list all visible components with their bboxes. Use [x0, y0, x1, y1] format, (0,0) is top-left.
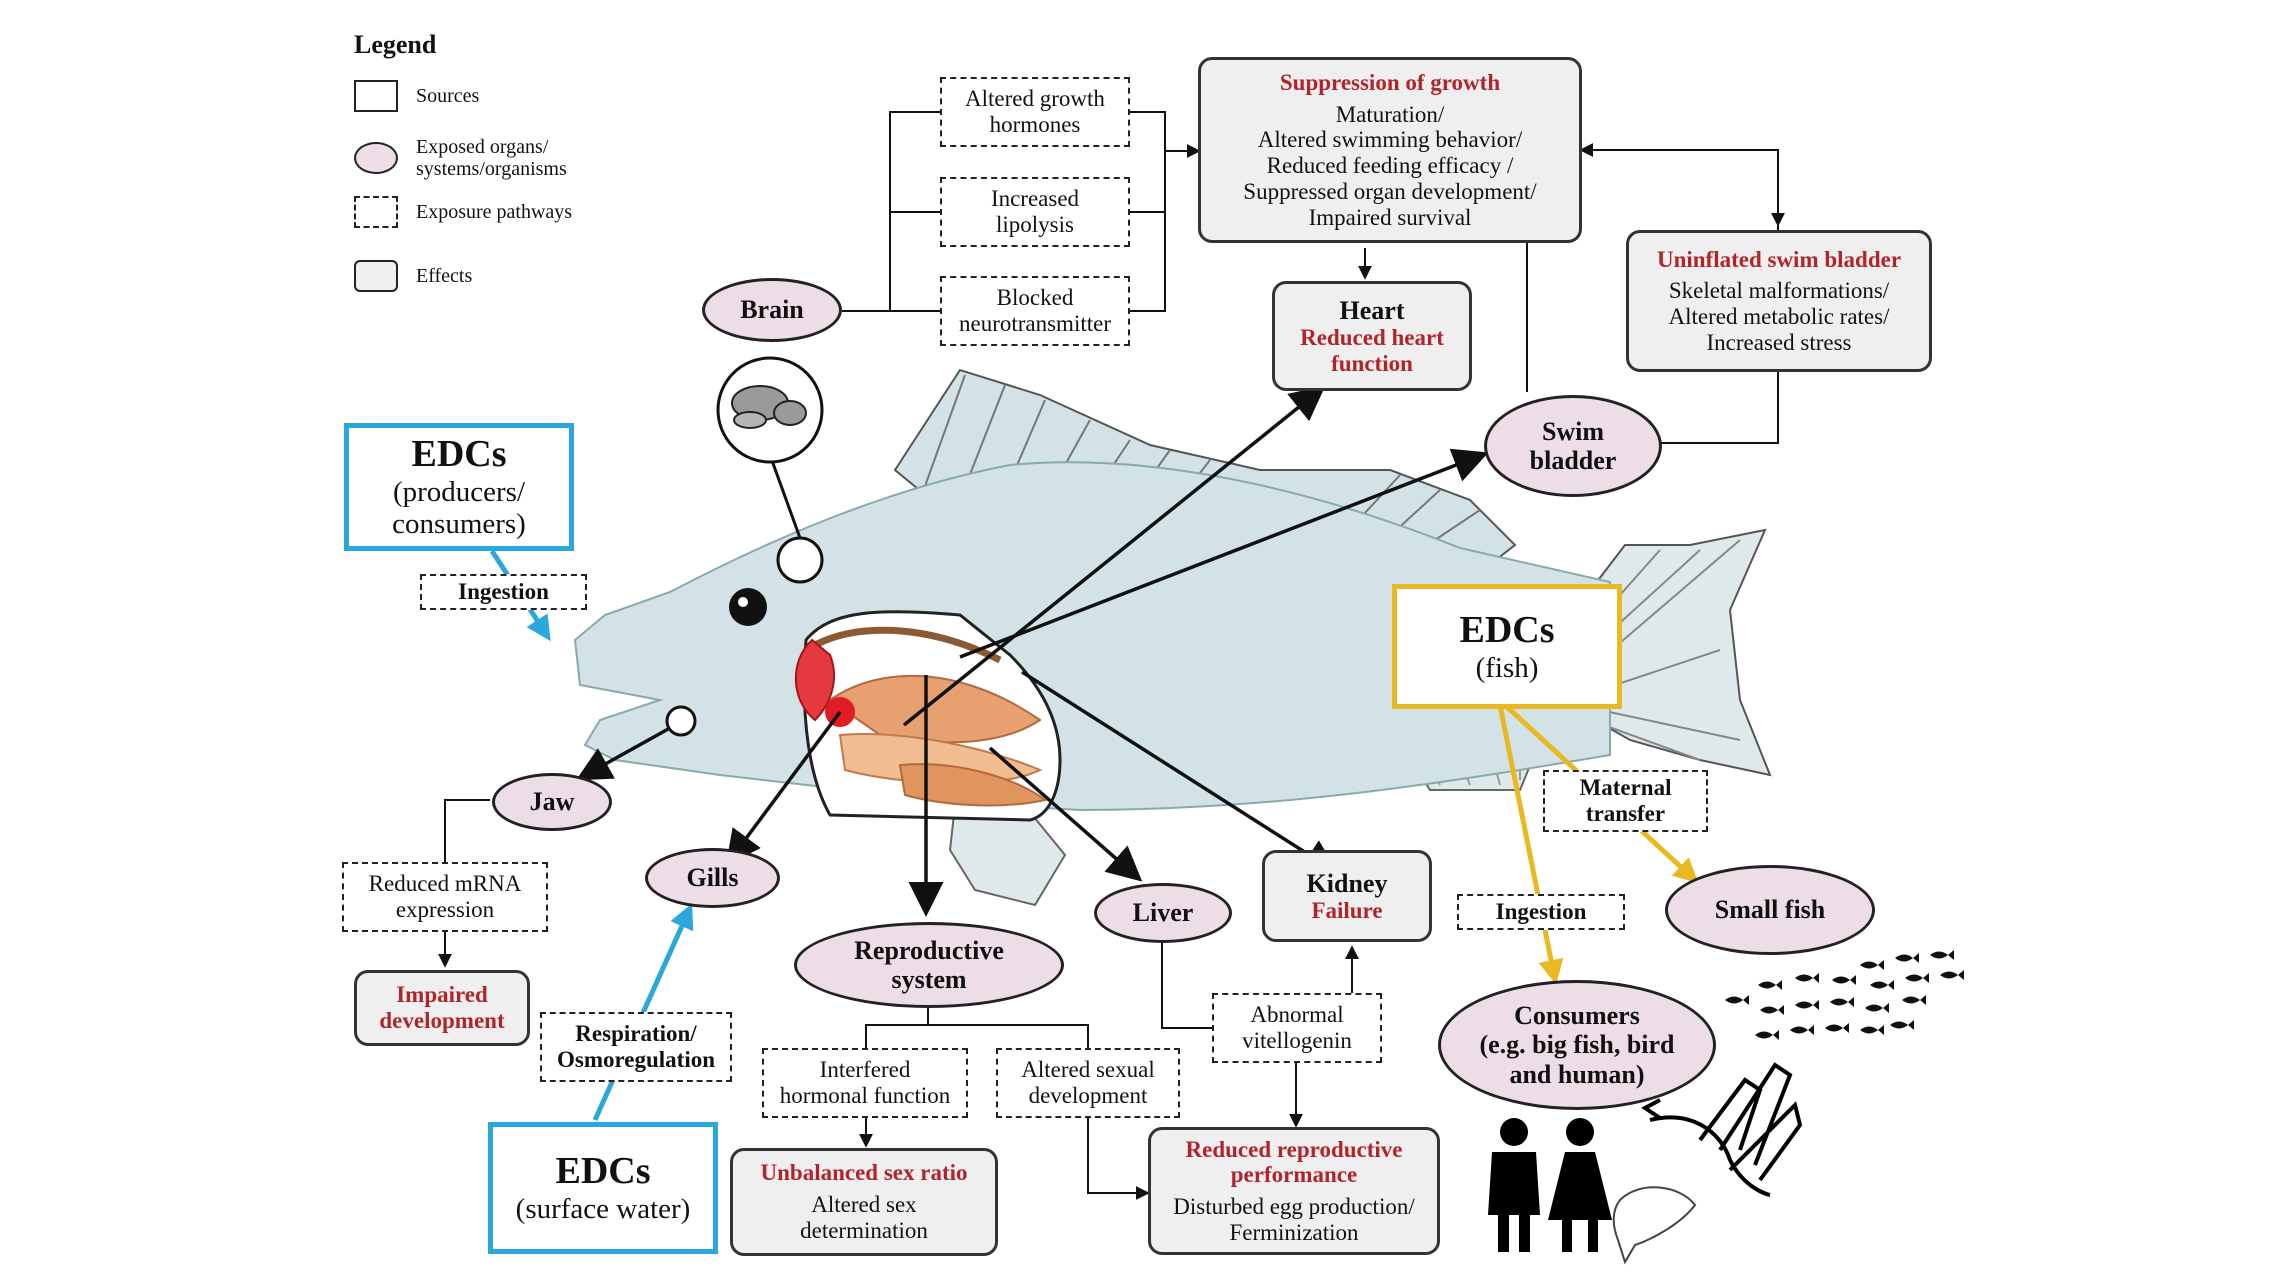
bass-fish-icon: [1612, 1186, 1697, 1265]
organ-small-fish: Small fish: [1665, 865, 1875, 955]
legend-sources: Sources: [354, 80, 479, 112]
pathway-ingestion-fish: Ingestion: [1457, 894, 1625, 930]
pathway-respiration-osmoregulation: Respiration/Osmoregulation: [540, 1012, 732, 1082]
human-female-icon: [1548, 1118, 1612, 1252]
effect-uninflated-swim-bladder: Uninflated swim bladder Skeletal malform…: [1626, 230, 1932, 372]
organ-brain: Brain: [702, 278, 842, 342]
source-fish: EDCs (fish): [1392, 584, 1622, 709]
effect-impaired-development: Impaired development: [354, 970, 530, 1046]
effect-unbalanced-sex-ratio: Unbalanced sex ratio Altered sex determi…: [730, 1148, 998, 1256]
source-surface-water: EDCs (surface water): [488, 1122, 718, 1254]
human-male-icon: [1488, 1118, 1540, 1252]
legend-exposed: Exposed organs/systems/organisms: [354, 136, 567, 180]
effect-heart: Heart Reduced heart function: [1272, 281, 1472, 391]
organ-jaw: Jaw: [492, 773, 612, 831]
effect-kidney-failure: Kidney Failure: [1262, 850, 1432, 942]
legend-pathways: Exposure pathways: [354, 196, 572, 228]
organ-gills: Gills: [645, 848, 780, 908]
organ-liver: Liver: [1094, 883, 1232, 943]
pathway-ingestion-producers: Ingestion: [420, 574, 587, 610]
legend-effects: Effects: [354, 260, 472, 292]
source-producers-consumers: EDCs (producers/ consumers): [344, 423, 574, 551]
effect-suppression-of-growth: Suppression of growth Maturation/ Altere…: [1198, 57, 1582, 243]
brain-icon: [731, 385, 807, 429]
fish-school-icon: [1725, 950, 1964, 1040]
eagle-icon: [1641, 1062, 1803, 1197]
effect-reduced-reproductive-performance: Reduced reproductive performance Disturb…: [1148, 1127, 1440, 1255]
legend-title: Legend: [354, 30, 437, 59]
